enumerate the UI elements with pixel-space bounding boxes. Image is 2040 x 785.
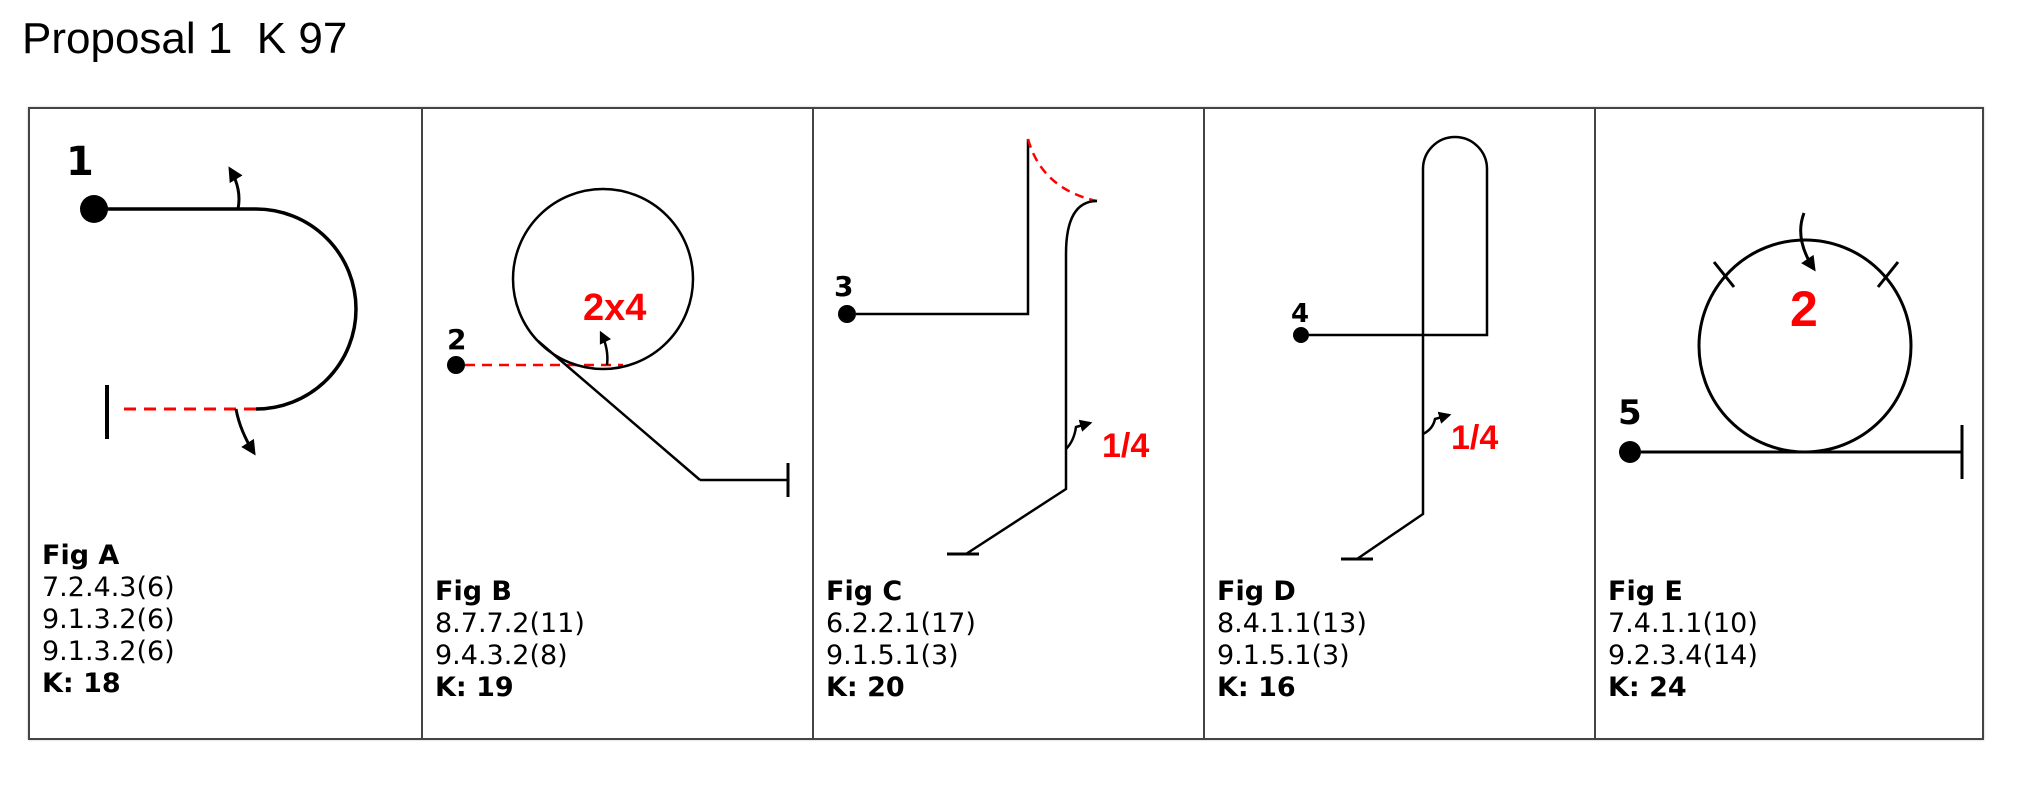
- turn-label: 1/4: [1102, 427, 1149, 465]
- step-line-diagram: 3 1/4: [834, 138, 1149, 556]
- code-line: 9.1.3.2(6): [42, 636, 175, 667]
- code-line: 9.2.3.4(14): [1608, 640, 1758, 671]
- figure-label: Fig D: [1217, 576, 1296, 607]
- loop-circle: [1697, 238, 1913, 454]
- figure-caption: Fig B 8.7.7.2(11) 9.4.3.2(8) K: 19: [435, 576, 585, 704]
- start-number: 5: [1618, 393, 1642, 433]
- circle-loop-diagram: 2 2x4: [447, 187, 790, 497]
- dashed-arc: [1026, 138, 1098, 203]
- figure-label: Fig E: [1608, 576, 1683, 607]
- start-dot: [838, 305, 856, 323]
- start-number: 4: [1291, 299, 1309, 329]
- k-value: K: 19: [435, 672, 514, 703]
- figure-label: Fig B: [435, 576, 513, 607]
- code-line: 8.4.1.1(13): [1217, 608, 1367, 639]
- turn-label: 1/4: [1451, 419, 1498, 457]
- hairpin-line-diagram: 4 1/4: [1291, 135, 1498, 561]
- code-line: 6.2.2.1(17): [826, 608, 976, 639]
- figure-panel-b: 2 2x4 Fig B 8.7.7.2(11) 9.4.3.2(8) K: 19: [421, 109, 812, 738]
- start-dot: [447, 356, 465, 374]
- quarter-turn-arrow: [1065, 419, 1093, 450]
- figure-caption: Fig E 7.4.1.1(10) 9.2.3.4(14) K: 24: [1608, 576, 1758, 704]
- semicircle-loop-diagram: 1: [66, 139, 358, 456]
- tick-mark-left: [1712, 261, 1736, 288]
- k-value: K: 24: [1608, 672, 1687, 703]
- diagonal-line: [537, 340, 701, 481]
- figure-label: Fig A: [42, 540, 120, 571]
- code-line: 9.1.3.2(6): [42, 604, 175, 635]
- start-dot: [1619, 441, 1641, 463]
- figure-panels: 1 Fig A 7.2.4.3(6) 9.1.3.2(6) 9.1.3.2(6)…: [28, 107, 1984, 740]
- figure-panel-c: 3 1/4 Fig C 6.2.2.1(17) 9.1.5.1(3) K: 20: [812, 109, 1203, 738]
- code-line: 7.2.4.3(6): [42, 572, 175, 603]
- figure-caption: Fig A 7.2.4.3(6) 9.1.3.2(6) 9.1.3.2(6) K…: [42, 540, 175, 700]
- rotation-arrow: [599, 330, 612, 366]
- rotation-arrow: [1799, 212, 1816, 272]
- figure-caption: Fig C 6.2.2.1(17) 9.1.5.1(3) K: 20: [826, 576, 976, 704]
- quarter-turn-arrow: [1422, 411, 1452, 436]
- rotation-label: 2: [1790, 281, 1818, 337]
- descending-line: [965, 199, 1098, 556]
- code-line: 9.1.5.1(3): [1217, 640, 1350, 671]
- down-arrow: [234, 408, 256, 456]
- circle-on-line-diagram: 5 2: [1618, 212, 1964, 479]
- rotation-label: 2x4: [583, 287, 646, 329]
- up-arrow: [228, 166, 243, 210]
- hairpin-line: [1356, 135, 1489, 561]
- k-value: K: 18: [42, 668, 121, 699]
- figure-label: Fig C: [826, 576, 903, 607]
- figure-panel-e: 5 2 Fig E 7.4.1.1(10) 9.2.3.4(14) K: 24: [1594, 109, 1982, 738]
- figure-caption: Fig D 8.4.1.1(13) 9.1.5.1(3) K: 16: [1217, 576, 1367, 704]
- start-dot: [1293, 327, 1309, 343]
- tick-mark-right: [1876, 261, 1900, 288]
- figure-panel-a: 1 Fig A 7.2.4.3(6) 9.1.3.2(6) 9.1.3.2(6)…: [30, 109, 421, 738]
- k-value: K: 16: [1217, 672, 1296, 703]
- upper-line: [1309, 169, 1489, 337]
- path-line: [94, 207, 358, 411]
- k-value: K: 20: [826, 672, 905, 703]
- start-number: 3: [834, 270, 853, 303]
- code-line: 9.4.3.2(8): [435, 640, 568, 671]
- figure-panel-d: 4 1/4 Fig D 8.4.1.1(13) 9.1.5.1(3) K: 16: [1203, 109, 1594, 738]
- code-line: 9.1.5.1(3): [826, 640, 959, 671]
- page-title: Proposal 1 K 97: [22, 14, 348, 63]
- start-number: 1: [66, 139, 94, 185]
- code-line: 8.7.7.2(11): [435, 608, 585, 639]
- code-line: 7.4.1.1(10): [1608, 608, 1758, 639]
- step-line: [856, 139, 1030, 316]
- loop-circle: [511, 187, 695, 371]
- start-number: 2: [447, 323, 466, 356]
